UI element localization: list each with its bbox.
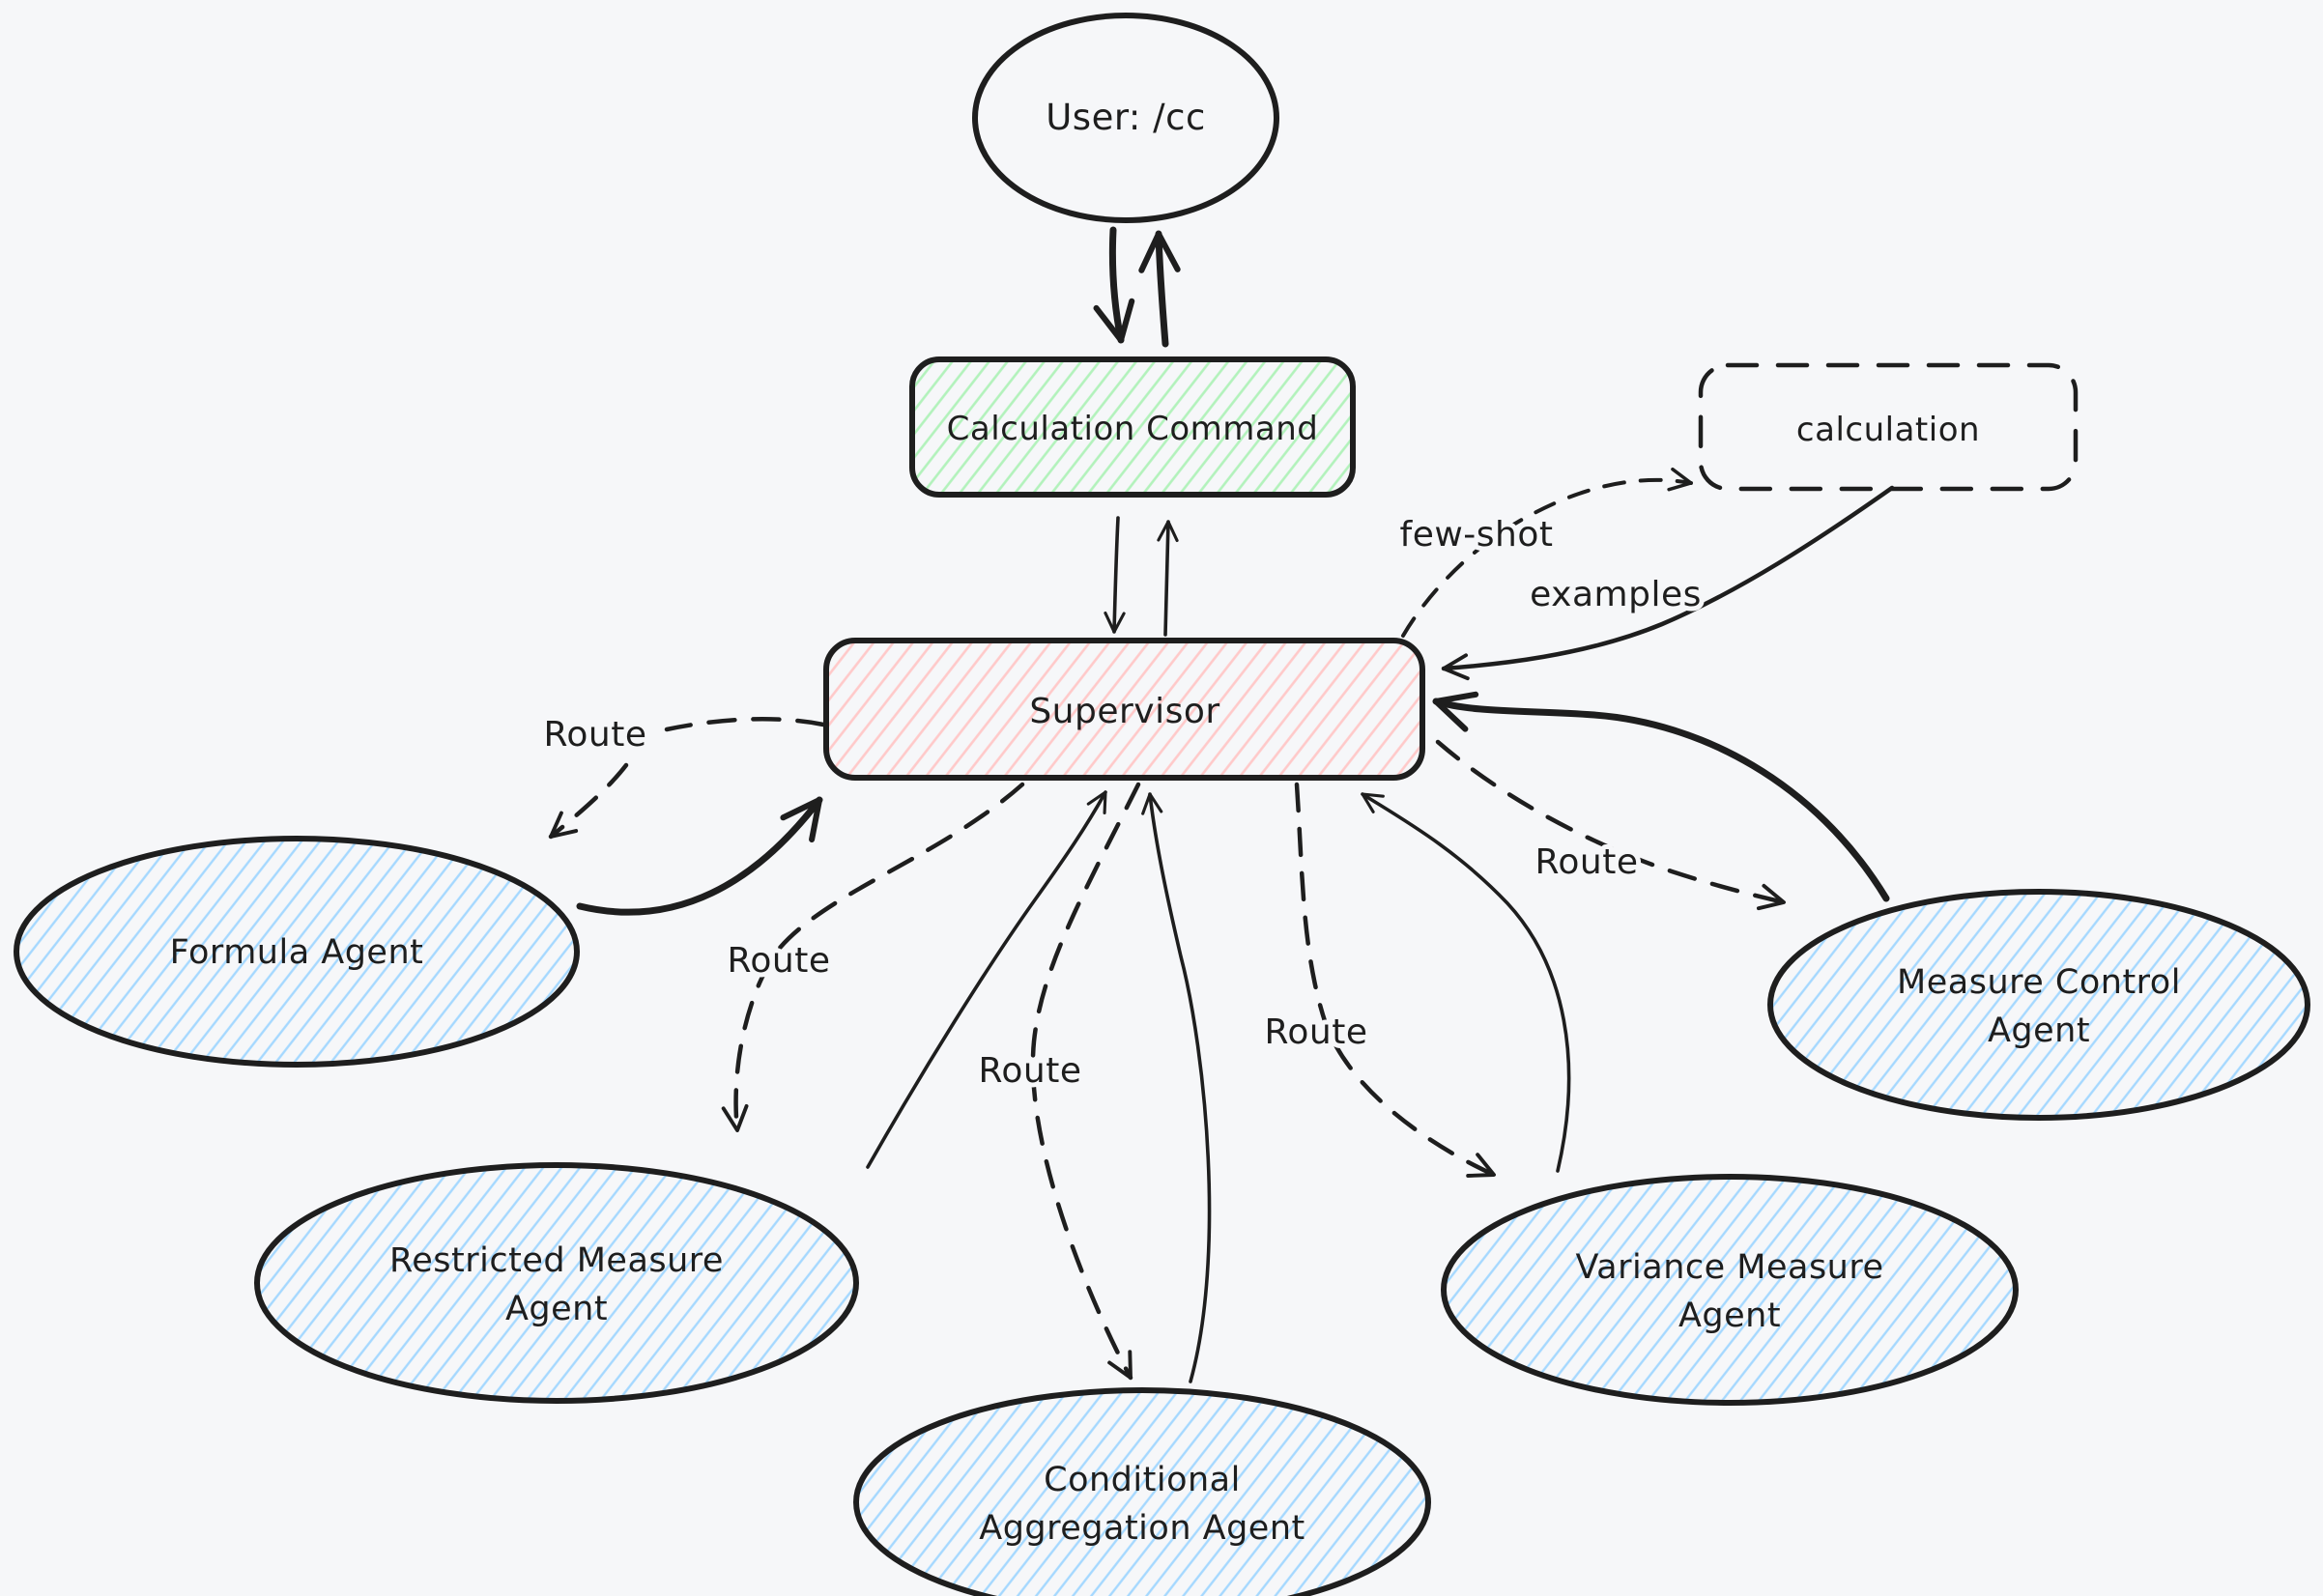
variance-measure-agent-label-line2: Agent — [1678, 1297, 1781, 1335]
edge-route-variance-dashed[interactable] — [1294, 782, 1497, 1178]
edge-label-route-measure-control[interactable]: Route — [1530, 838, 1643, 887]
measure-control-agent-label-line2: Agent — [1988, 1012, 2090, 1050]
edge-few-shot-dashed[interactable] — [1401, 467, 1693, 638]
conditional-aggregation-agent-label-line2: Aggregation Agent — [979, 1509, 1305, 1548]
supervisor-box[interactable] — [823, 638, 1425, 781]
edge-formula-to-supervisor[interactable] — [576, 796, 823, 916]
edge-examples-to-supervisor[interactable] — [1441, 485, 1895, 681]
edge-conditional-to-supervisor[interactable] — [1141, 792, 1212, 1383]
user-label: User: /cc — [1046, 97, 1206, 138]
measure-control-agent-label-line1: Measure Control — [1897, 963, 2181, 1002]
node-calculation[interactable]: calculation — [1698, 362, 2079, 492]
edge-route-restricted-dashed[interactable] — [721, 782, 1025, 1133]
restricted-measure-agent-fill — [257, 1165, 856, 1401]
variance-measure-agent-label-line1: Variance Measure — [1575, 1248, 1883, 1287]
calculation-command-box[interactable] — [909, 356, 1356, 498]
conditional-aggregation-agent-label-line1: Conditional — [1044, 1461, 1241, 1499]
edge-variance-to-supervisor[interactable] — [1361, 792, 1571, 1173]
calculation-command-label: Calculation Command — [947, 410, 1319, 448]
edge-route-measure-control-dashed[interactable] — [1435, 739, 1787, 911]
conditional-aggregation-agent-ellipse[interactable] — [853, 1387, 1431, 1596]
formula-agent-ellipse[interactable] — [14, 836, 580, 1068]
variance-measure-agent-fill — [1444, 1177, 2016, 1403]
calculation-label: calculation — [1796, 411, 1980, 449]
edge-measure-control-to-supervisor[interactable] — [1432, 691, 1890, 902]
formula-agent-fill — [16, 839, 577, 1065]
edge-label-route-conditional[interactable]: Route — [973, 1046, 1086, 1096]
edge-calculation-command-to-user[interactable] — [1138, 230, 1181, 348]
edge-route-formula-dashed-arrow[interactable] — [548, 762, 629, 840]
edge-restricted-to-supervisor[interactable] — [866, 790, 1107, 1169]
node-user[interactable]: User: /cc — [972, 13, 1279, 223]
supervisor-label: Supervisor — [1029, 692, 1219, 731]
edge-route-conditional-dashed[interactable] — [1030, 782, 1141, 1381]
node-formula-agent[interactable]: Formula Agent — [14, 836, 580, 1068]
supervisor-fill — [826, 641, 1422, 778]
conditional-aggregation-agent-fill — [856, 1390, 1428, 1596]
measure-control-agent-fill — [1770, 892, 2308, 1118]
user-ellipse[interactable] — [972, 13, 1279, 223]
variance-measure-agent-ellipse[interactable] — [1441, 1174, 2019, 1406]
calculation-box[interactable] — [1698, 362, 2079, 492]
edge-label-route-restricted[interactable]: Route — [722, 936, 835, 985]
restricted-measure-agent-label-line1: Restricted Measure — [389, 1241, 724, 1280]
node-supervisor[interactable]: Supervisor — [823, 638, 1425, 781]
edge-label-examples[interactable]: examples — [1525, 570, 1706, 619]
edge-user-to-calculation-command[interactable] — [1093, 226, 1135, 344]
restricted-measure-agent-ellipse[interactable] — [254, 1162, 859, 1404]
measure-control-agent-ellipse[interactable] — [1767, 889, 2310, 1121]
edge-calculation-command-to-supervisor[interactable] — [1104, 516, 1126, 634]
edge-route-formula-dashed-segment[interactable] — [664, 717, 826, 732]
edge-supervisor-to-calculation-command[interactable] — [1157, 520, 1179, 637]
node-calculation-command[interactable]: Calculation Command — [909, 356, 1356, 498]
calculation-command-fill — [912, 359, 1353, 495]
formula-agent-label: Formula Agent — [170, 933, 424, 972]
edge-label-route-variance[interactable]: Route — [1259, 1008, 1372, 1057]
edge-label-few-shot[interactable]: few-shot — [1395, 510, 1558, 559]
restricted-measure-agent-label-line2: Agent — [505, 1290, 608, 1328]
edge-label-route-formula[interactable]: Route — [538, 710, 651, 759]
